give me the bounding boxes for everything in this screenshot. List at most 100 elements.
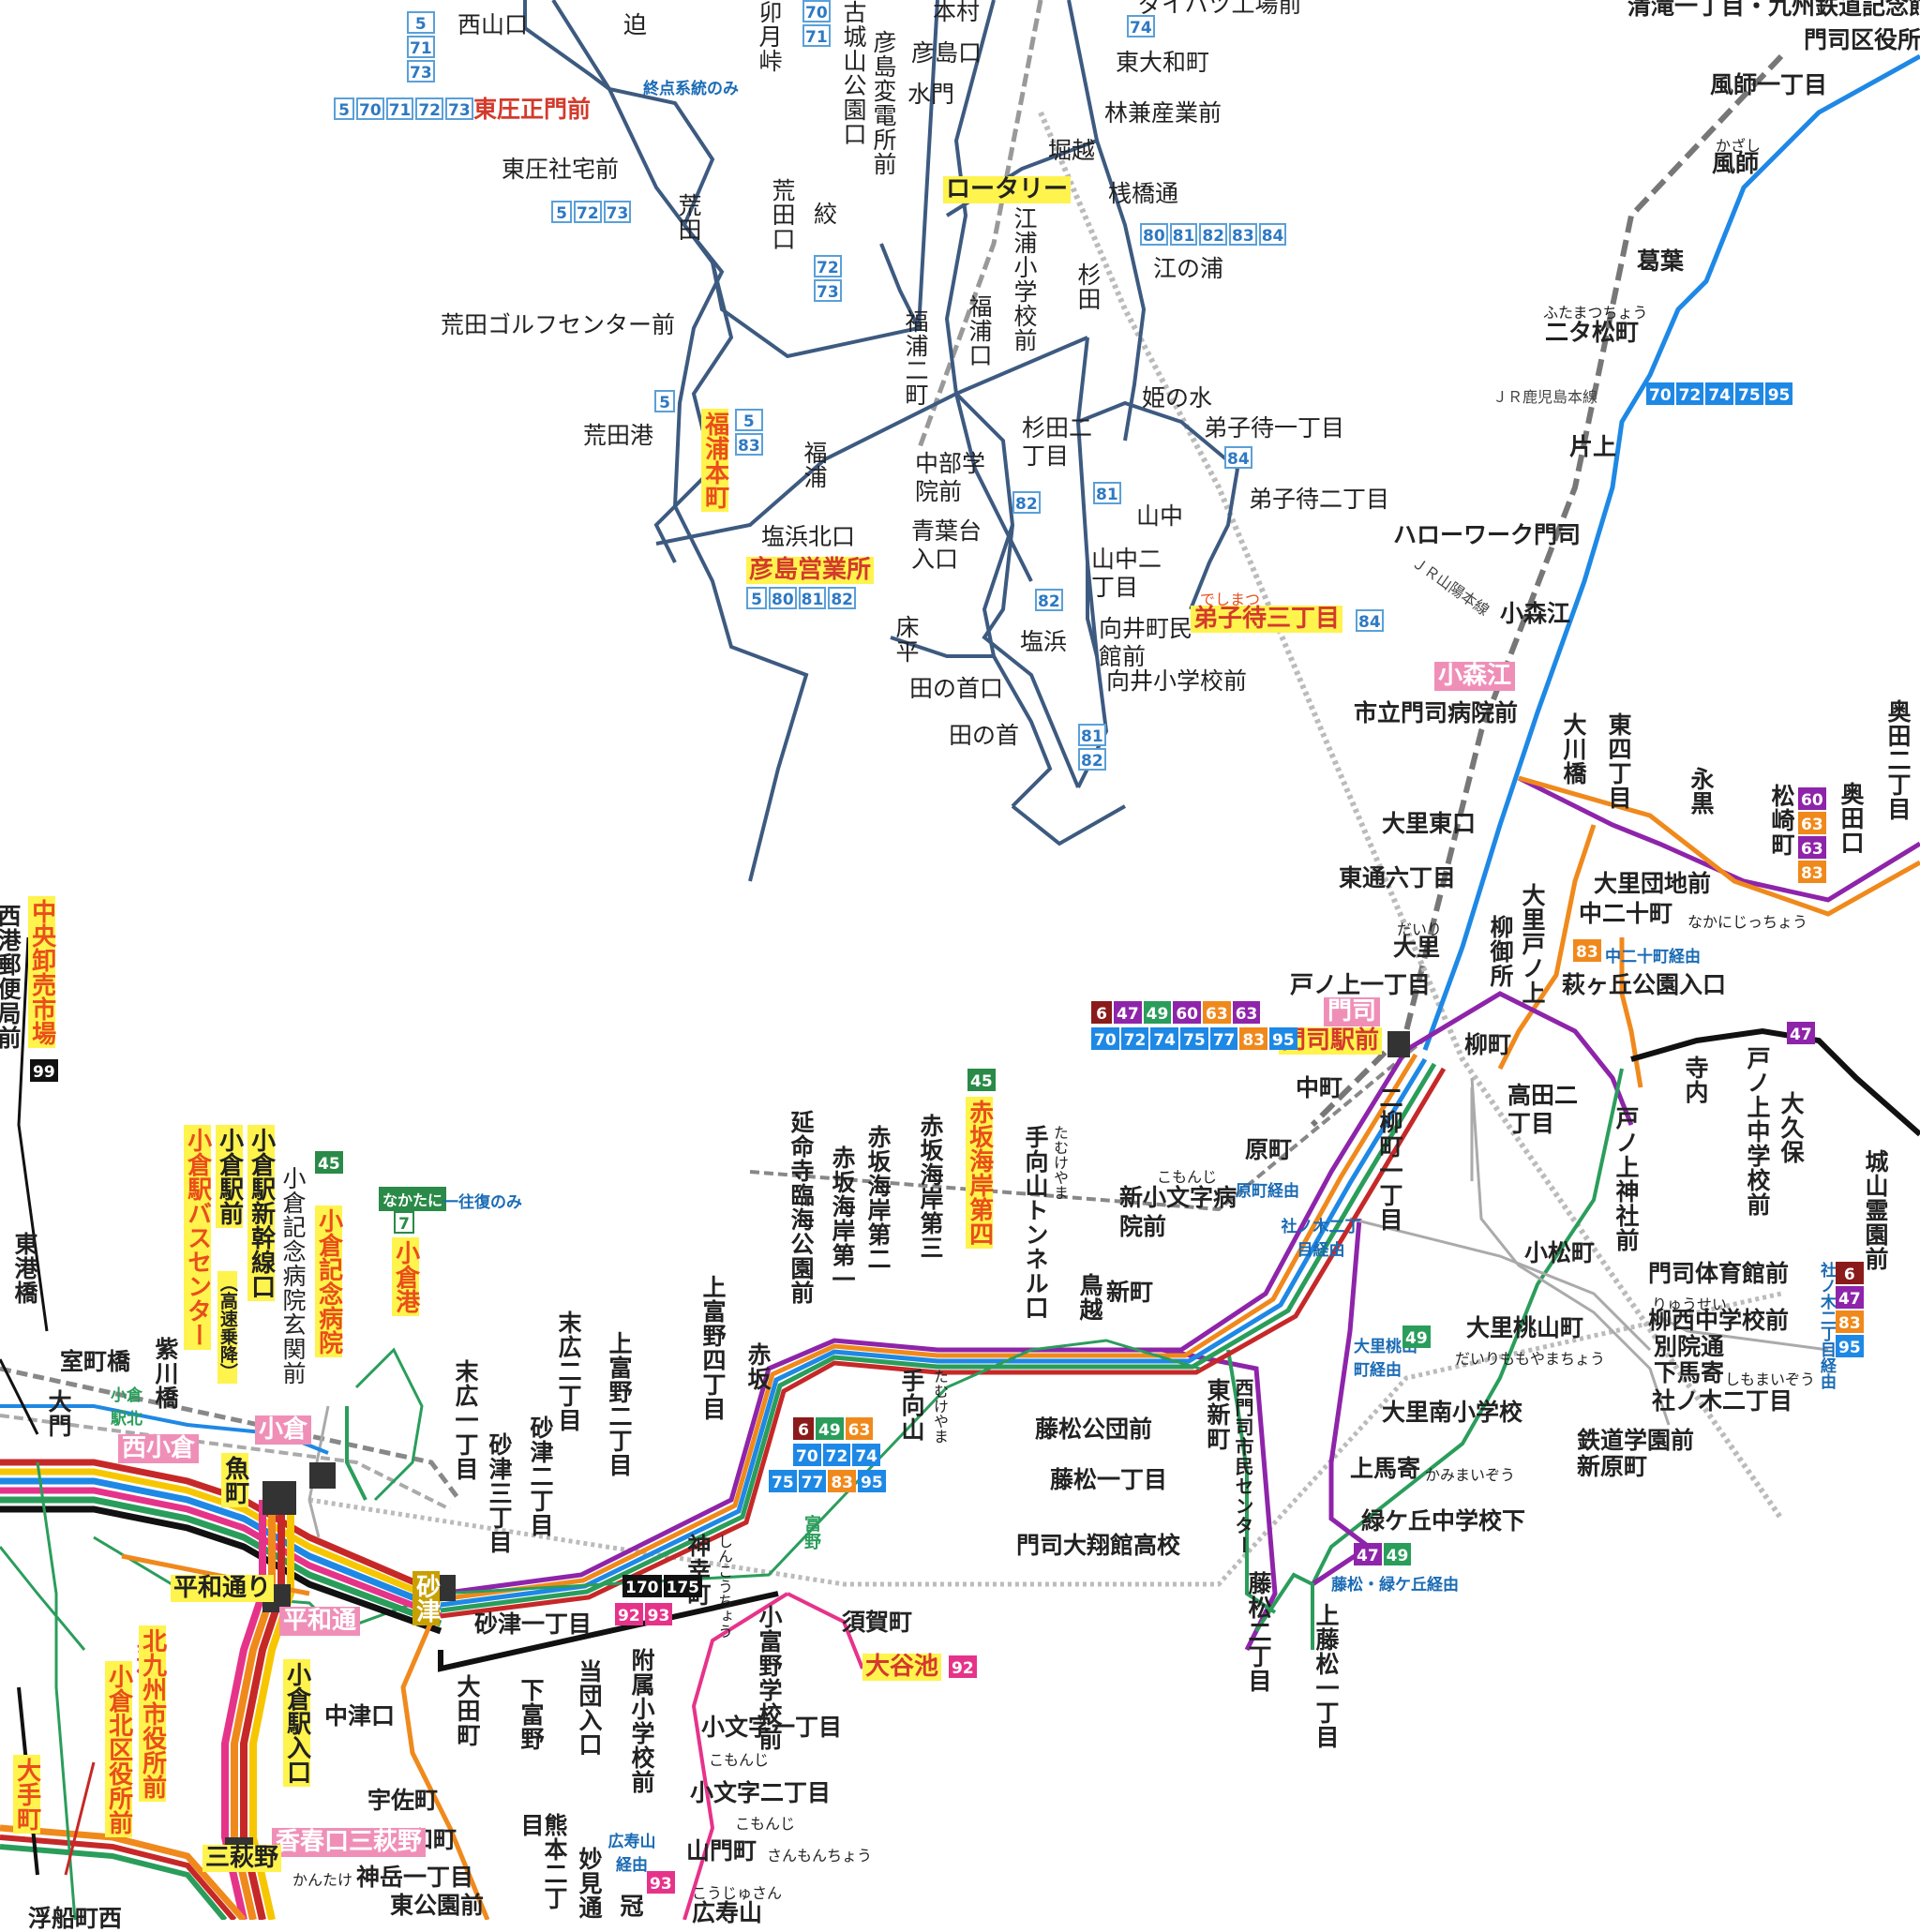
badges-akasaka4: 45: [968, 1069, 996, 1091]
stop-kokura-bc: 小倉駅バスセンター: [184, 1125, 211, 1350]
stop-yanagigosho: 柳御所: [1489, 915, 1512, 988]
stop-tetsudo: 鉄道学園前: [1577, 1429, 1694, 1452]
stop-chuo-oroshiuri: 中央卸売市場: [28, 896, 55, 1048]
stop-shiohama: 塩浜: [1020, 630, 1067, 653]
note-oneway: 一往復のみ: [442, 1189, 522, 1212]
stop-katsuraba: 葛葉: [1637, 249, 1684, 273]
badge-81: 81: [1170, 223, 1198, 246]
badge-77: 77: [799, 1470, 827, 1492]
stop-usa: 宇佐町: [368, 1789, 438, 1812]
badges-akasaka-top: 6 49 63: [793, 1417, 873, 1440]
ruby-temukaiyama: たむけやま: [928, 1369, 951, 1444]
badge-72: 72: [574, 201, 602, 223]
stop-dairi-minami: 大里南小学校: [1382, 1400, 1522, 1424]
badge-80: 80: [1140, 223, 1168, 246]
badge-83: 83: [1798, 861, 1826, 883]
stop-tonoue-jinja: 戸ノ上神社前: [1614, 1106, 1638, 1252]
badge-70: 70: [356, 97, 384, 120]
label-rotary: ロータリー: [943, 176, 1071, 203]
stop-okawabashi: 大川橋: [1562, 712, 1585, 786]
stop-kamimagari: 上馬寄: [1350, 1457, 1420, 1480]
badge-175: 175: [664, 1575, 703, 1597]
label-nakatani: なかたに: [379, 1187, 446, 1211]
badge-74: 74: [1127, 15, 1155, 37]
stop-shimomagari: 下馬寄: [1654, 1361, 1724, 1385]
badge-71: 71: [407, 36, 435, 58]
stop-shinharamachi: 新原町: [1577, 1455, 1647, 1478]
badge-72: 72: [1676, 382, 1704, 405]
badge-74: 74: [1150, 1027, 1178, 1050]
stop-hikoshimaguchi: 彦島口: [911, 41, 982, 65]
station-kokura: 小倉: [255, 1415, 311, 1445]
badges-higashishomon: 5 70 71 72 73: [334, 97, 473, 120]
stop-shimotomino: 下富野: [519, 1678, 543, 1751]
stop-nakatsuguchi: 中津口: [324, 1704, 395, 1728]
stop-dairi-tonoue: 大里戸ノ上: [1521, 883, 1544, 1005]
badge-92: 92: [949, 1655, 977, 1678]
stop-fujimatsu1: 藤松一丁目: [1050, 1468, 1167, 1491]
note-fujimatsu: 藤松・緑ケ丘経由: [1331, 1571, 1459, 1595]
ruby-kandake: かんたけ: [292, 1867, 352, 1890]
stop-sanhagino: 三萩野: [202, 1845, 281, 1872]
stop-sanbashi: 桟橋通: [1108, 182, 1178, 205]
badge-92: 92: [615, 1603, 643, 1625]
badge-82: 82: [1078, 748, 1106, 771]
badge-71: 71: [386, 97, 414, 120]
stop-fukuura-honmachi: 福浦本町: [701, 409, 728, 512]
badges-daiya: 74: [1127, 15, 1155, 37]
badges-hikoshima-eigyosho: 5 80 81 82: [746, 587, 856, 609]
ruby-shimomagari: しもまいぞう: [1725, 1367, 1815, 1389]
station-nishikokura: 西小倉: [118, 1434, 199, 1463]
badge-47: 47: [1836, 1286, 1864, 1309]
badges-shibori: 72 73: [814, 255, 842, 302]
badge-82: 82: [1199, 223, 1227, 246]
ruby-komonji1: こもんじ: [709, 1747, 769, 1770]
stop-tonoue-chugakko: 戸ノ上中学校前: [1746, 1046, 1769, 1217]
badge-72: 72: [823, 1444, 851, 1466]
stop-hikoshima-eigyosho: 彦島営業所: [746, 557, 874, 584]
badge-74: 74: [1705, 382, 1733, 405]
badges-kokurako: 7: [394, 1211, 414, 1234]
stop-kokura-ekimae: 小倉駅前: [216, 1125, 243, 1228]
stop-higashidori6: 東通六丁目: [1339, 866, 1456, 890]
stop-nishi-yubin: 西港郵便局前: [0, 904, 20, 1050]
stop-dairi-momoyama: 大里桃山町: [1466, 1316, 1583, 1340]
stop-motomura: 本村: [933, 0, 980, 23]
badges-arata: 5 72 73: [551, 201, 631, 223]
badge-5: 5: [334, 97, 354, 120]
stop-kamifujimatsu1: 上藤松一丁目: [1314, 1603, 1338, 1749]
badges-deshimachi3: 84: [1356, 609, 1384, 632]
stop-komatsu: 小松町: [1524, 1241, 1595, 1265]
stop-suehiro1: 末広一丁目: [454, 1359, 477, 1481]
badge-49: 49: [1402, 1325, 1431, 1348]
stop-moji-taiikukan: 門司体育館前: [1648, 1262, 1789, 1285]
stop-suimon: 水門: [908, 82, 954, 106]
stop-kandake: 神岳一丁目: [356, 1865, 473, 1889]
note-shanoki: 社ノ木二丁目経由: [1279, 1213, 1363, 1260]
station-heiwadori: 平和通: [279, 1607, 360, 1636]
stop-higashisho-shataku: 東圧社宅前: [502, 157, 619, 181]
stop-sugita: 杉田: [1076, 262, 1100, 311]
stop-yanagimachi: 柳町: [1464, 1033, 1511, 1056]
ruby-sanmon: さんもんちょう: [767, 1843, 872, 1865]
stop-katagami: 片上: [1569, 435, 1616, 458]
stop-myoken: 妙見通: [578, 1847, 601, 1920]
badge-81: 81: [1093, 482, 1121, 504]
stop-kamitomino2: 上富野二丁目: [608, 1331, 631, 1477]
stop-nishimoji-shimin: 西門司市民センター: [1234, 1378, 1252, 1555]
badge-63b: 63: [1798, 836, 1826, 859]
badge-81: 81: [1078, 724, 1106, 746]
badge-95: 95: [858, 1470, 886, 1492]
stop-rinken: 林兼産業前: [1104, 101, 1222, 125]
stop-sanmon: 山門町: [686, 1839, 757, 1863]
badges-moji-top: 6 47 49 60 63 63: [1091, 1001, 1260, 1024]
stop-sunatsu1: 砂津一丁目: [474, 1612, 592, 1636]
ruby-temukai: たむけやま: [1048, 1125, 1071, 1200]
stop-takata2: 高田二丁目: [1508, 1082, 1592, 1138]
badges-shanoki: 6 47 83 95: [1836, 1262, 1864, 1357]
badges-shinkomachi2: 92 93: [615, 1603, 672, 1625]
stop-todan: 当団入口: [578, 1659, 601, 1757]
badge-6: 6: [1836, 1262, 1864, 1284]
stop-arata-golf: 荒田ゴルフセンター前: [441, 313, 675, 337]
note-kokura-kita: 小倉駅北: [103, 1382, 150, 1429]
